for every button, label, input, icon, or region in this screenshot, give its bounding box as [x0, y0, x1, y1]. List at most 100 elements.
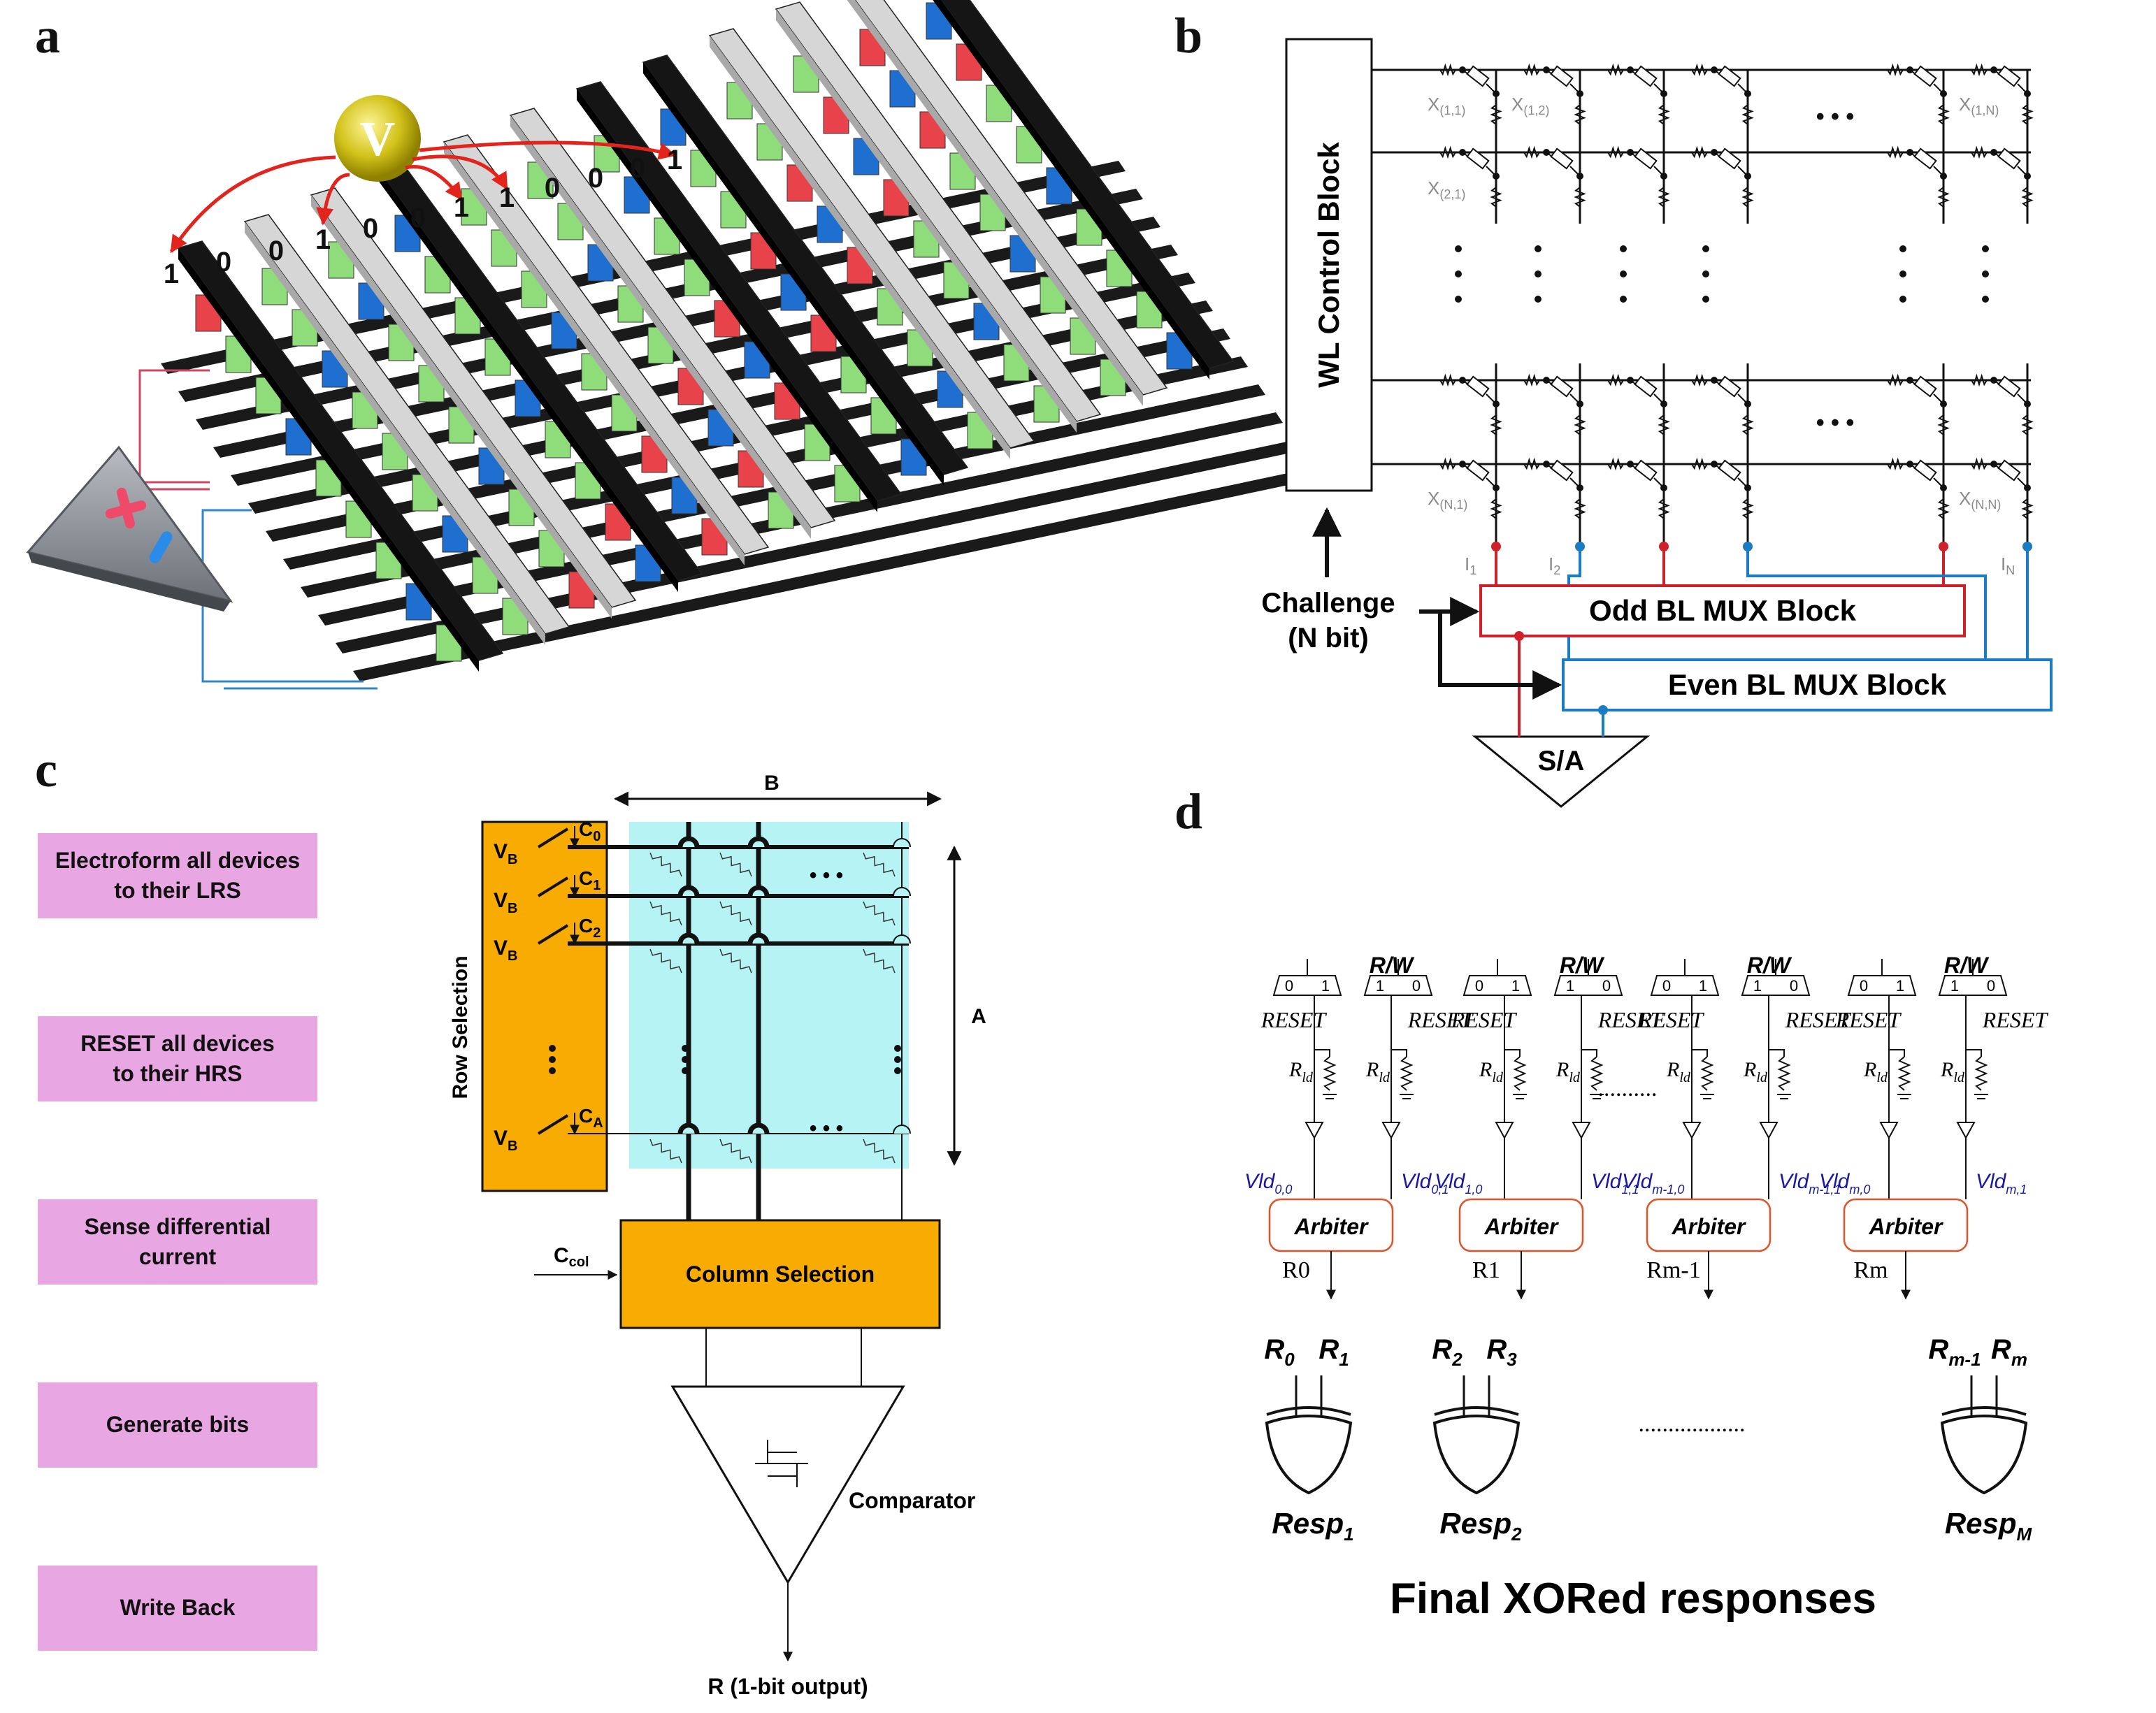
bit-label: 0	[363, 213, 378, 244]
top-electrode-side	[710, 36, 1010, 459]
row-selection-label: Row Selection	[449, 955, 472, 1099]
rld-label: Rld	[1743, 1058, 1768, 1085]
rw-label: R/W	[1747, 953, 1792, 978]
crossbar-puf-schematic: WL Control Block X(1,1) X(1,2) X(1,N) X(…	[1261, 38, 2053, 808]
top-electrode-side	[444, 142, 745, 565]
rld-label: Rld	[1666, 1058, 1691, 1085]
reset-label: RESET	[1835, 1007, 1902, 1032]
voltage-arrow	[412, 154, 509, 191]
top-electrode	[243, 214, 570, 635]
mux	[1363, 975, 1433, 996]
current-label-i1: I1	[1465, 554, 1476, 577]
arbiter-label: Arbiter	[1672, 1214, 1746, 1239]
final-xored-label: Final XORed responses	[1390, 1575, 1876, 1623]
flow-step-writeback: Write Back	[38, 1566, 317, 1651]
switch-label: C2	[579, 915, 601, 941]
reset-label: RESET	[1638, 1007, 1705, 1032]
rw-label: R/W	[1370, 953, 1415, 978]
arbiter-dots: ..........	[1598, 1076, 1658, 1101]
top-electrodes	[177, 0, 1235, 672]
switch-label: CA	[579, 1105, 603, 1131]
rw-label: R/W	[1944, 953, 1990, 978]
arbiter-output-label: Rm	[1853, 1257, 1888, 1283]
voltage-arrow	[405, 165, 463, 201]
memristor-cells	[195, 2, 1193, 662]
vb-label: VB	[494, 840, 517, 867]
top-electrode-side	[577, 89, 877, 512]
dimension-a-label: A	[971, 1005, 986, 1028]
response-label: RespM	[1945, 1507, 2033, 1545]
buffer	[1305, 1122, 1324, 1140]
challenge-bits-label: (N bit)	[1288, 623, 1369, 653]
memristor-cell	[502, 598, 529, 635]
output-label: R (1-bit output)	[707, 1674, 868, 1699]
panel-a-label: a	[35, 8, 60, 64]
current-label-i2: I2	[1548, 554, 1560, 577]
mux	[1938, 975, 2008, 996]
xor-dots: ..................	[1639, 1411, 1746, 1437]
svg-text:0: 0	[1602, 977, 1611, 995]
vld-label: Vldm,0	[1819, 1170, 1870, 1197]
vld-label: Vld0,1	[1401, 1170, 1449, 1197]
flow-step-sense: Sense differential current	[38, 1199, 317, 1285]
mux	[1463, 975, 1532, 996]
switch-label: C0	[579, 818, 601, 844]
voltage-symbol: V	[360, 113, 396, 166]
reset-label: RESET	[1785, 1007, 1852, 1032]
row-dots-bottom: • • •	[810, 1117, 843, 1140]
bit-label: 0	[588, 163, 603, 194]
minus-sign-icon	[149, 531, 173, 563]
cell-label-x21: X(2,1)	[1428, 178, 1465, 201]
vb-label: VB	[494, 889, 517, 916]
vld-label: Vldm,1	[1976, 1170, 2027, 1197]
row-ellipsis-top: • • •	[1816, 103, 1855, 130]
svg-text:Rm-1: Rm-1	[1928, 1334, 1981, 1370]
row-dots-top: • • •	[810, 864, 843, 887]
response-label: Resp1	[1272, 1507, 1353, 1545]
crossbar-array-area	[629, 822, 909, 1169]
mux	[1650, 975, 1720, 996]
rld-label: Rld	[1940, 1058, 1965, 1085]
ccol-label: Ccol	[554, 1244, 589, 1270]
sense-amp-label: S/A	[1538, 746, 1585, 776]
selection-crossbar	[568, 822, 911, 1220]
svg-text:1: 1	[1376, 977, 1384, 995]
svg-text:0: 0	[1285, 977, 1293, 995]
bit-label: 1	[454, 192, 469, 223]
cell-label-x1n: X(1,N)	[1959, 94, 1999, 117]
crossbar-grid	[1372, 63, 2034, 660]
svg-text:0: 0	[1860, 977, 1868, 995]
top-electrode	[177, 240, 504, 661]
top-electrode-side	[847, 0, 1143, 406]
even-bl-mux-block	[1562, 658, 2053, 711]
bit-label: 1	[499, 182, 515, 213]
svg-text:R3: R3	[1486, 1334, 1517, 1370]
arbiter-label: Arbiter	[1484, 1214, 1559, 1239]
bit-label: 0	[268, 236, 284, 266]
svg-text:0: 0	[1412, 977, 1421, 995]
voltage-arrow	[316, 173, 350, 226]
reset-label: RESET	[1982, 1007, 2049, 1032]
top-electrode-side	[643, 62, 944, 486]
dimension-b-label: B	[764, 772, 779, 795]
voltage-source-icon	[334, 95, 421, 182]
plus-sign-icon	[105, 487, 147, 529]
buffer	[1572, 1122, 1591, 1140]
current-label-in: IN	[2001, 554, 2015, 577]
rw-label: R/W	[1560, 953, 1605, 978]
svg-text:R0: R0	[1264, 1334, 1295, 1370]
odd-bl-mux-block	[1479, 584, 1966, 637]
memristor-cell	[285, 418, 312, 456]
bit-label: 0	[216, 247, 231, 277]
voltage-arrow	[169, 155, 336, 254]
buffer	[1759, 1122, 1778, 1140]
flow-step-reset: RESET all devices to their HRS	[38, 1016, 317, 1101]
rld-label: Rld	[1863, 1058, 1888, 1085]
rld-label: Rld	[1479, 1058, 1504, 1085]
